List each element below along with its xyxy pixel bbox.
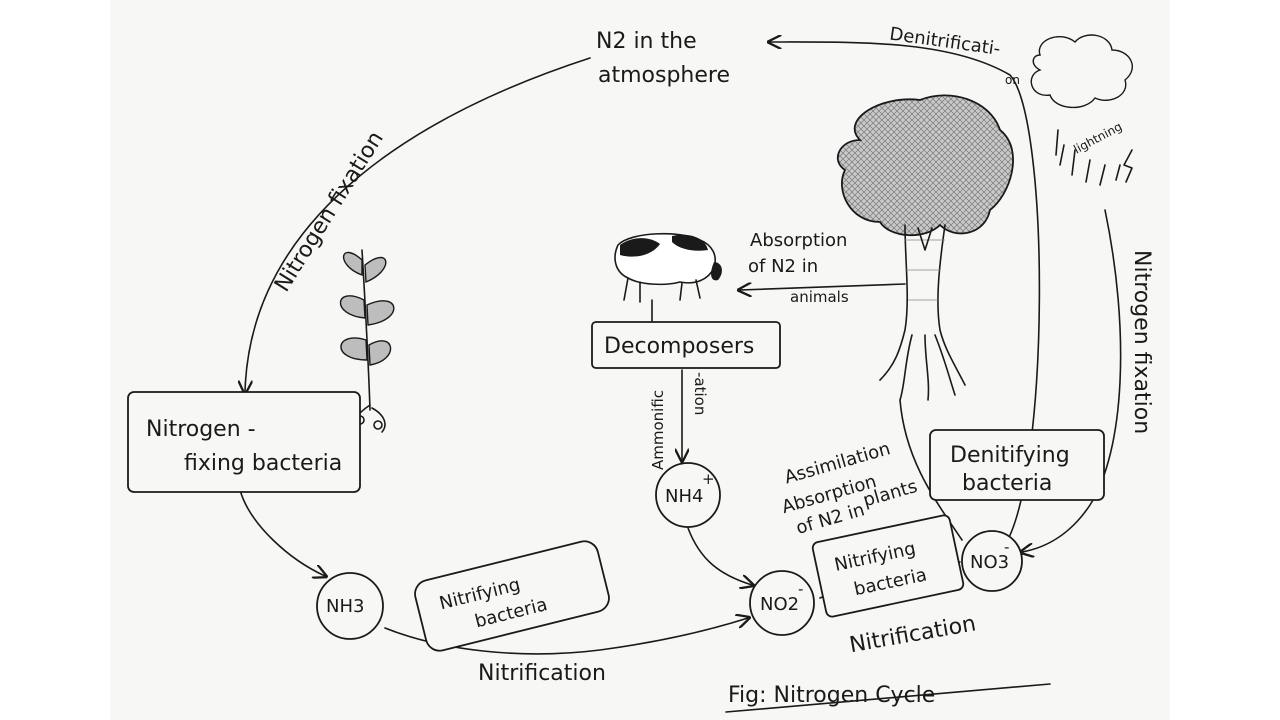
arrow-fixation-right: [1022, 209, 1122, 552]
circle-nh3: [316, 572, 384, 640]
edge-denitrification-part1: Denitrificati-: [888, 24, 1001, 60]
circle-no3: [961, 530, 1023, 592]
edge-absorption-animals-line3: animals: [790, 288, 849, 306]
node-no2-sup: -: [798, 580, 803, 598]
arrow-bacteria-to-nh3: [239, 489, 325, 576]
tree-icon: [836, 94, 1014, 401]
edge-ammonification-part1: Ammonific: [649, 390, 667, 470]
node-nh4-sup: +: [702, 470, 715, 488]
cow-icon: [614, 232, 722, 303]
box-nitrifying-bacteria-1: [414, 540, 610, 652]
edge-absorption-animals-line1: Absorption: [750, 230, 847, 251]
node-fixing-bacteria-line1: Nitrogen -: [146, 417, 256, 442]
edge-fixation-right: Nitrogen fixation: [1129, 250, 1154, 434]
circle-nh4: [655, 462, 721, 528]
node-decomposers: Decomposers: [604, 334, 754, 359]
node-no2: NO2: [760, 594, 799, 615]
edge-lightning: lightning: [1071, 119, 1124, 156]
arrow-nh4-to-no2: [687, 527, 752, 585]
node-nh4: NH4: [665, 486, 703, 507]
caption-underline: [725, 683, 1051, 713]
line-no3-to-tree: [899, 399, 963, 541]
cloud-icon: [1030, 34, 1133, 109]
edge-denitrification-part2: on: [1005, 73, 1020, 87]
node-denitrifying-line2: bacteria: [962, 471, 1052, 496]
edge-ammonification-part2: -ation: [691, 372, 709, 415]
box-nitrifying-bacteria-2: [811, 514, 965, 618]
node-no3: NO3: [970, 552, 1009, 573]
node-fixing-bacteria-line2: fixing bacteria: [184, 451, 342, 476]
circle-no2: [749, 570, 815, 636]
arrow-tree-to-cow: [740, 284, 906, 290]
box-denitrifying-bacteria: [929, 429, 1105, 501]
box-decomposers: [591, 321, 781, 369]
plant-icon: [339, 249, 395, 433]
lightning-icon: [1055, 129, 1133, 186]
node-no3-sup: -: [1004, 538, 1009, 556]
edge-absorption-animals-line2: of N2 in: [748, 256, 818, 277]
figure-caption: Fig: Nitrogen Cycle: [728, 683, 935, 708]
node-atmosphere-line2: atmosphere: [598, 63, 730, 88]
box-nitrogen-fixing-bacteria: [127, 391, 361, 493]
node-nh3: NH3: [326, 596, 364, 617]
edge-nitrification-right: Nitrification: [848, 611, 978, 658]
node-atmosphere-line1: N2 in the: [596, 29, 697, 54]
node-denitrifying-line1: Denitifying: [950, 443, 1070, 468]
arrow-fixation-left: [245, 57, 591, 392]
edge-nitrification-bottom: Nitrification: [478, 661, 606, 686]
